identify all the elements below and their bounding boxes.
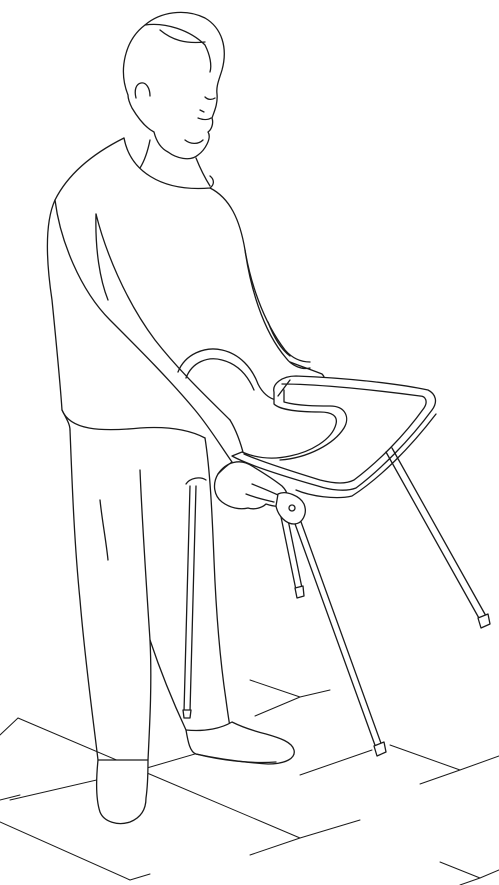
left-shoe: [97, 760, 148, 824]
chair-backrest: [178, 349, 276, 400]
front-leg-right: [290, 510, 376, 748]
rear-leg-right: [386, 452, 480, 620]
sweater: [47, 138, 205, 438]
front-leg-left: [184, 486, 190, 712]
leg-joint: [276, 493, 305, 524]
head: [123, 12, 224, 158]
left-arm: [55, 200, 232, 462]
right-shoe: [186, 722, 294, 764]
right-arm: [245, 250, 310, 369]
collar: [124, 138, 213, 188]
floor-tiles: [0, 680, 499, 885]
pants: [70, 430, 98, 760]
man-figure: [47, 12, 324, 823]
